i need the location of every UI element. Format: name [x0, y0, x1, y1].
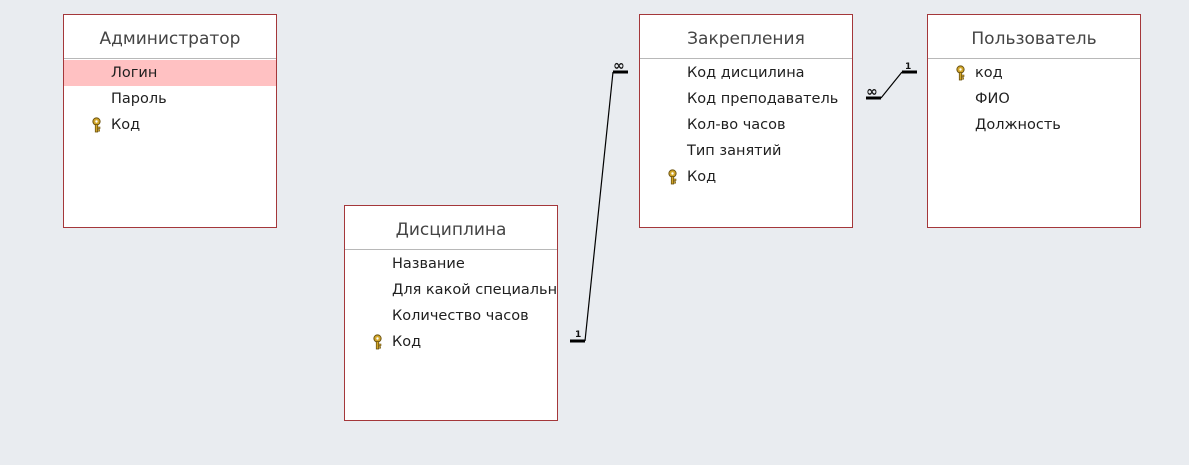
table-discipline[interactable]: Дисциплина Название Для какой специально… [344, 205, 558, 421]
field-row-login[interactable]: Логин [64, 60, 276, 86]
field-label: Код [111, 117, 141, 133]
field-row-code[interactable]: Код [640, 164, 852, 190]
field-row-code[interactable]: код [928, 60, 1140, 86]
relationship-one-label: 1 [575, 330, 581, 340]
table-title[interactable]: Закрепления [640, 15, 852, 59]
field-row-code[interactable]: Код [64, 112, 276, 138]
field-row-lesson-type[interactable]: Тип занятий [687, 143, 782, 159]
field-row-hours[interactable]: Кол-во часов [687, 117, 786, 133]
relationship-one-label: 1 [905, 62, 911, 72]
field-row-name[interactable]: Название [392, 256, 465, 272]
primary-key-icon [92, 117, 101, 133]
field-label: Код [392, 334, 422, 350]
primary-key-icon [956, 65, 965, 81]
field-list: Название Для какой специальности Количес… [345, 250, 557, 355]
relationship-many-label: ∞ [613, 58, 625, 74]
relationship-many-label: ∞ [866, 84, 878, 100]
field-row-specialty[interactable]: Для какой специальности [392, 282, 557, 298]
table-title[interactable]: Дисциплина [345, 206, 557, 250]
relationship-disc-zakr[interactable]: 1 ∞ [570, 58, 628, 343]
field-row-position[interactable]: Должность [975, 117, 1061, 133]
table-administrator[interactable]: Администратор Логин Пароль Код [63, 14, 277, 228]
field-row-code[interactable]: Код [345, 329, 557, 355]
field-row-hours[interactable]: Количество часов [392, 308, 529, 324]
field-list: Логин Пароль Код [64, 59, 276, 138]
field-row-fio[interactable]: ФИО [975, 91, 1010, 107]
field-row-password[interactable]: Пароль [111, 91, 167, 107]
relationship-user-zakr[interactable]: ∞ 1 [866, 62, 917, 100]
field-row-discipline-code[interactable]: Код дисцилина [687, 65, 805, 81]
field-label: Код [687, 169, 717, 185]
table-user[interactable]: Пользователь код ФИО Должность [927, 14, 1141, 228]
table-title[interactable]: Администратор [64, 15, 276, 59]
field-row-teacher-code[interactable]: Код преподаватель [687, 91, 839, 107]
field-list: код ФИО Должность [928, 59, 1140, 138]
table-title[interactable]: Пользователь [928, 15, 1140, 59]
primary-key-icon [668, 169, 677, 185]
primary-key-icon [373, 334, 382, 350]
table-zakrepleniya[interactable]: Закрепления Код дисцилина Код преподават… [639, 14, 853, 228]
field-list: Код дисцилина Код преподаватель Кол-во ч… [640, 59, 852, 190]
field-label: код [975, 65, 1003, 81]
